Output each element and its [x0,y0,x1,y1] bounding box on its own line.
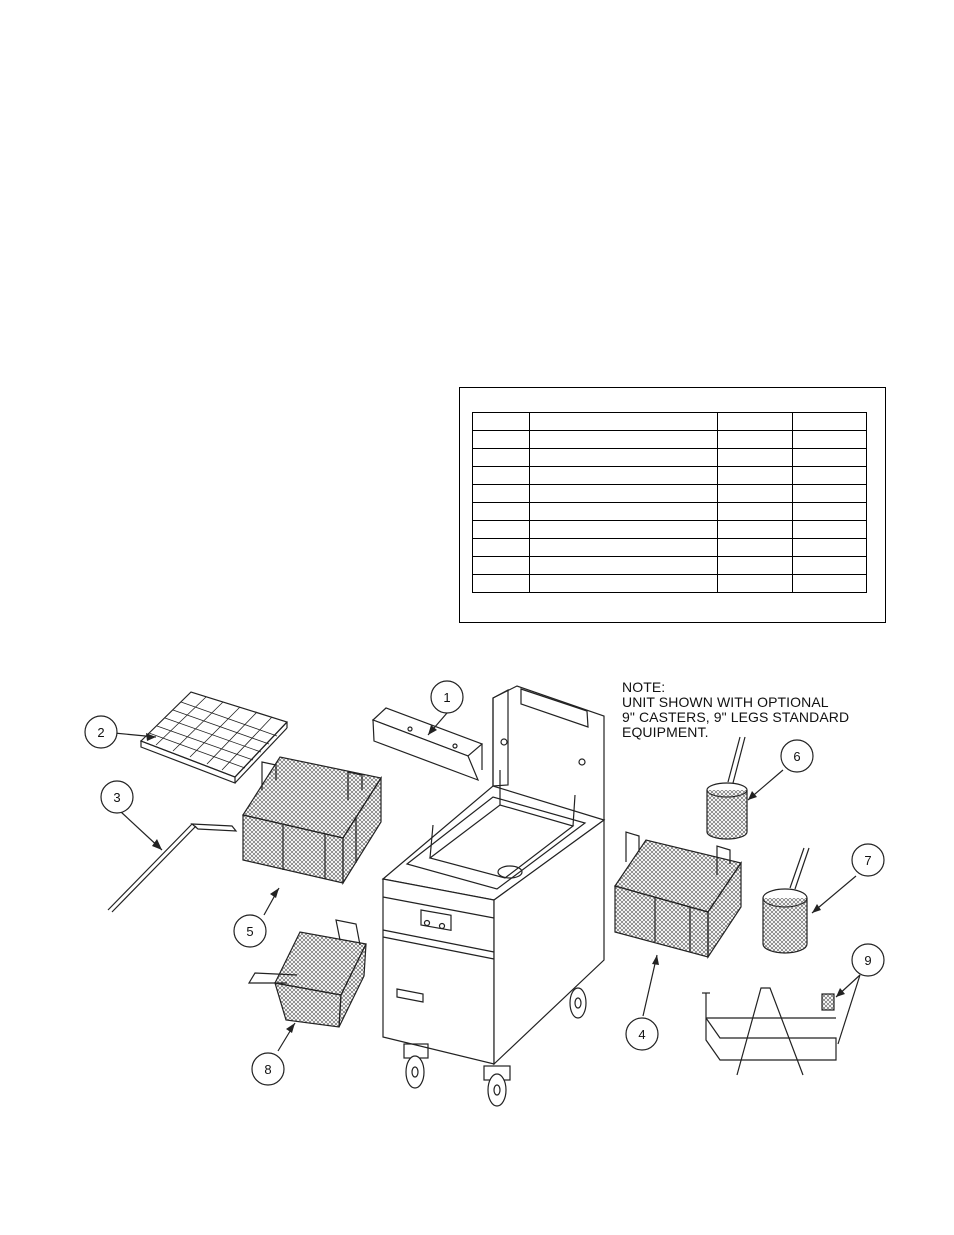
parts-table-row [472,430,867,449]
callout-label-9: 9 [864,953,871,968]
parts-table-row [472,556,867,575]
callout-circle-3 [100,780,134,814]
callout-circle-1 [430,680,464,714]
parts-table-row [472,538,867,557]
small-basket-part [247,919,367,1028]
caster-front-left [403,1043,429,1089]
callout-label-4: 4 [638,1027,645,1042]
note-line: UNIT SHOWN WITH OPTIONAL [622,694,829,710]
callout-label-7: 7 [864,853,871,868]
callout-label-3: 3 [113,790,120,805]
callout-circle-5 [233,914,267,948]
parts-list-table [472,412,867,593]
medium-basket-part [614,831,742,959]
parts-table-cell [792,574,867,593]
flue-deflector-part [371,707,484,782]
caster-front-right [483,1065,511,1107]
callout-circle-8 [251,1052,285,1086]
callout-label-2: 2 [97,725,104,740]
parts-list-frame [459,387,886,623]
caster-rear-right [569,987,587,1019]
parts-table-row [472,484,867,503]
rack-part [139,691,289,784]
callout-label-1: 1 [443,690,450,705]
callout-circle-4 [625,1017,659,1051]
callout-label-5: 5 [246,924,253,939]
callout-label-8: 8 [264,1062,271,1077]
hook-rod-part [107,823,238,913]
short-cylinder-basket-part [762,847,810,954]
basket-support-part [702,987,837,1076]
tall-cylinder-basket-part [706,736,748,840]
fryer-body [381,685,606,1107]
note-line: NOTE: [622,679,666,695]
note-line: EQUIPMENT. [622,724,709,740]
callout-circle-6 [780,739,814,773]
callout-circle-7 [851,843,885,877]
callout-circle-2 [84,715,118,749]
callout-label-6: 6 [793,749,800,764]
parts-table-row [472,574,867,593]
large-basket-part [242,756,382,886]
parts-table-row [472,520,867,539]
note-line: 9" CASTERS, 9" LEGS STANDARD [622,709,850,725]
equipment-note: NOTE: UNIT SHOWN WITH OPTIONAL 9" CASTER… [622,680,849,740]
callout-circle-9 [851,943,885,977]
